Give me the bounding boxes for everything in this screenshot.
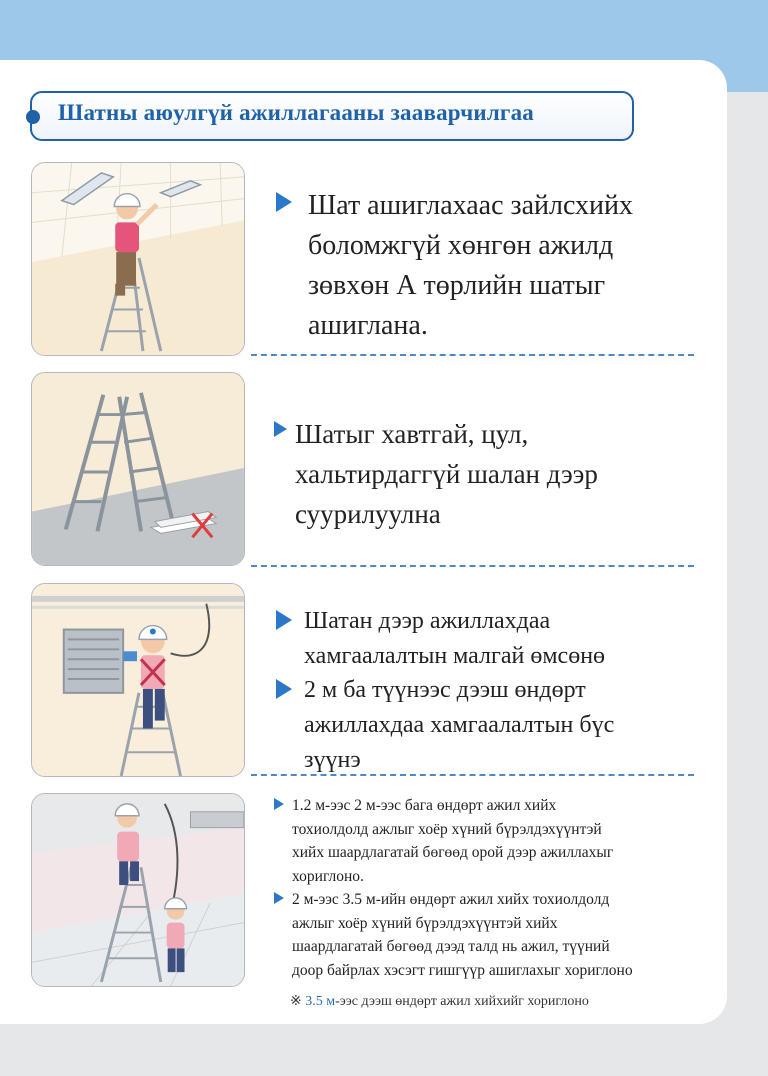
helmet-harness-image — [32, 584, 244, 776]
title-dot-icon — [26, 110, 40, 124]
instruction-6: 2 м-ээс 3.5 м-ийн өндөрт ажил хийх тохио… — [274, 888, 633, 982]
bullet-triangle-icon — [276, 192, 292, 212]
instruction-5: 1.2 м-ээс 2 м-ээс бага өндөрт ажил хийх … — [274, 794, 613, 888]
footnote-text: -ээс дээш өндөрт ажил хийхийг хориглоно — [335, 994, 589, 1009]
bullet-triangle-icon — [276, 679, 292, 699]
bullet-triangle-icon — [274, 798, 284, 810]
illustration-level-floor — [31, 372, 245, 566]
section-divider — [251, 774, 694, 776]
instruction-text: Шатан дээр ажиллахдаа хамгаалалтын малга… — [304, 608, 606, 669]
bullet-triangle-icon — [274, 421, 287, 437]
prohibited-x-icon — [191, 512, 214, 539]
title-banner — [30, 91, 634, 141]
illustration-two-workers — [31, 793, 245, 987]
instruction-text: Шатыг хавтгай, цул, хальтирдаггүй шалан … — [295, 419, 598, 529]
instruction-3: Шатан дээр ажиллахдаа хамгаалалтын малга… — [276, 604, 605, 674]
ceiling-work-image — [32, 163, 244, 355]
section-divider — [251, 565, 694, 567]
footnote: ※ 3.5 м-ээс дээш өндөрт ажил хийхийг хор… — [290, 993, 589, 1010]
instruction-text: 1.2 м-ээс 2 м-ээс бага өндөрт ажил хийх … — [292, 797, 614, 885]
section-divider — [251, 354, 694, 356]
illustration-helmet-harness — [31, 583, 245, 777]
instruction-text: Шат ашиглахаас зайлсхийх боломжгүй хөнгө… — [308, 190, 634, 341]
level-floor-image — [32, 373, 244, 565]
bullet-triangle-icon — [274, 892, 284, 904]
illustration-ceiling-work — [31, 162, 245, 356]
bullet-triangle-icon — [276, 610, 292, 630]
page-title: Шатны аюулгүй ажиллагааны зааварчилгаа — [58, 100, 534, 125]
footnote-highlight: 3.5 м — [305, 994, 336, 1009]
instruction-text: 2 м ба түүнээс дээш өндөрт ажиллахдаа ха… — [304, 677, 615, 773]
footnote-mark: ※ — [290, 994, 302, 1009]
instruction-text: 2 м-ээс 3.5 м-ийн өндөрт ажил хийх тохио… — [292, 891, 633, 979]
instruction-1: Шат ашиглахаас зайлсхийх боломжгүй хөнгө… — [276, 186, 633, 346]
two-workers-image — [32, 794, 244, 986]
instruction-2: Шатыг хавтгай, цул, хальтирдаггүй шалан … — [274, 414, 598, 534]
instruction-4: 2 м ба түүнээс дээш өндөрт ажиллахдаа ха… — [276, 673, 614, 778]
